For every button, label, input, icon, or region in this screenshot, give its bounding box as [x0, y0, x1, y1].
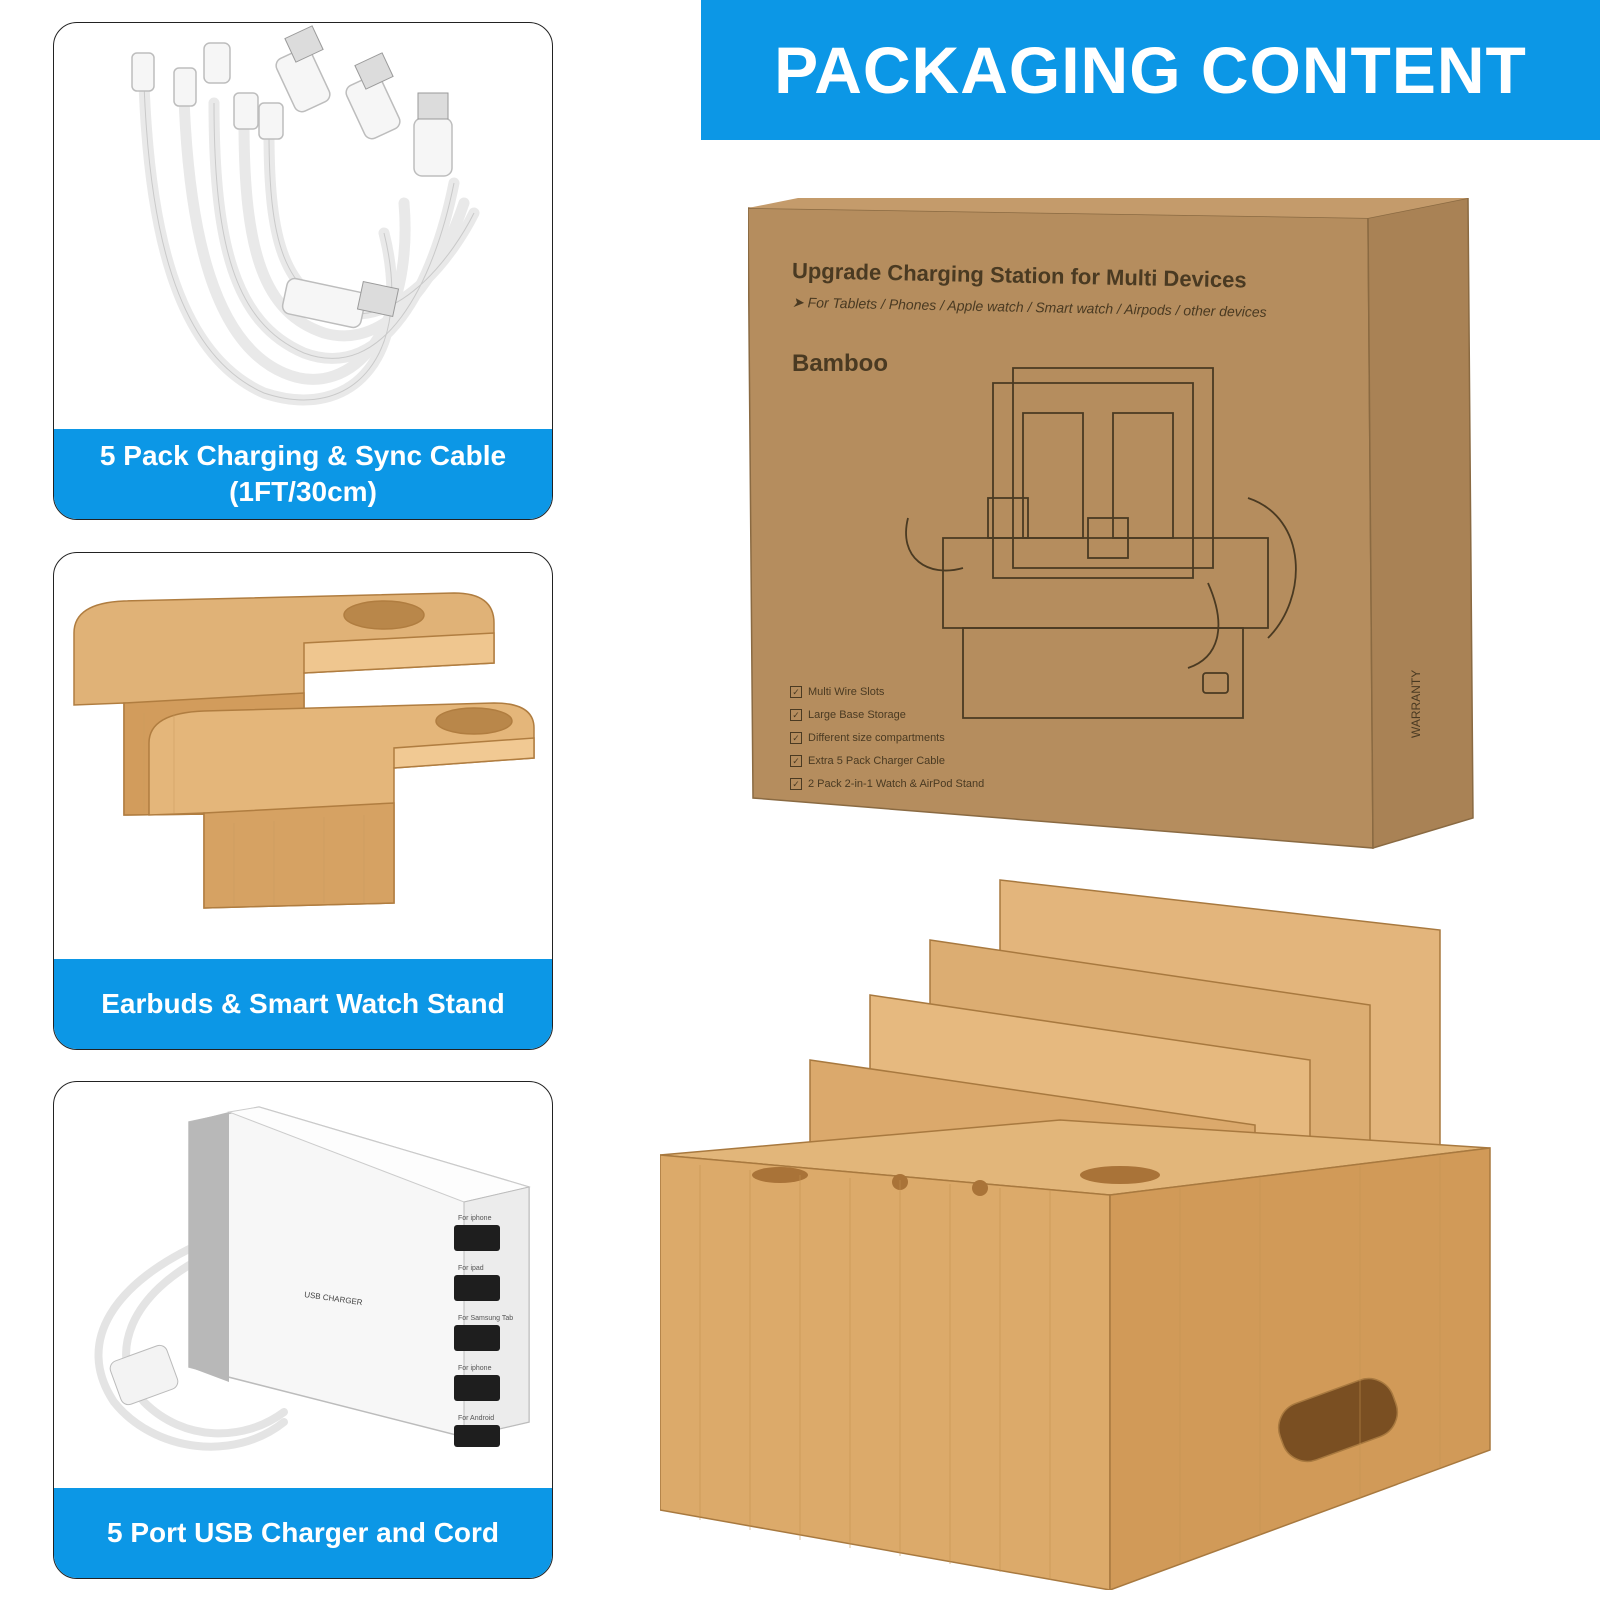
card-caption: 5 Pack Charging & Sync Cable (1FT/30cm) — [54, 429, 552, 519]
box-image: WARRANTY — [748, 198, 1474, 850]
checkbox-icon: ✓ — [790, 685, 802, 698]
watch-stand-image — [73, 592, 535, 909]
box-feature: ✓Large Base Storage — [790, 703, 984, 726]
banner-title: PACKAGING CONTENT — [774, 33, 1527, 107]
port-label: For iphone — [458, 1365, 492, 1372]
usb-cables-image — [131, 25, 480, 406]
bamboo-charging-station-image — [660, 879, 1491, 1590]
box-feature: ✓Multi Wire Slots — [790, 680, 984, 703]
box-feature-list: ✓Multi Wire Slots ✓Large Base Storage ✓D… — [790, 680, 984, 795]
checkbox-icon: ✓ — [790, 731, 802, 744]
caption-line1: 5 Pack Charging & Sync Cable — [99, 440, 507, 471]
card-watch-stand: Earbuds & Smart Watch Stand — [53, 552, 553, 1050]
caption-line2: (1FT/30cm) — [229, 476, 377, 507]
usb-charger-image: For iphone For ipad For Samsung Tab For … — [94, 1106, 531, 1451]
caption-line1: Earbuds & Smart Watch Stand — [101, 988, 505, 1019]
box-feature: ✓Extra 5 Pack Charger Cable — [790, 749, 984, 772]
cardboard-box: WARRANTY Upgrade Charging Station for Mu… — [748, 198, 1478, 858]
checkbox-icon: ✓ — [790, 754, 802, 767]
box-feature: ✓2 Pack 2-in-1 Watch & AirPod Stand — [790, 772, 984, 795]
checkbox-icon: ✓ — [790, 708, 802, 721]
caption-line1: 5 Port USB Charger and Cord — [106, 1517, 500, 1548]
checkbox-icon: ✓ — [790, 777, 802, 790]
card-caption: Earbuds & Smart Watch Stand — [54, 959, 552, 1049]
card-caption: 5 Port USB Charger and Cord — [54, 1488, 552, 1578]
box-warranty: WARRANTY — [1409, 670, 1423, 738]
port-label: For iphone — [458, 1215, 492, 1222]
port-label: For ipad — [458, 1265, 484, 1272]
packaging-content-banner: PACKAGING CONTENT — [701, 0, 1600, 140]
card-usb-charger: For iphone For ipad For Samsung Tab For … — [53, 1081, 553, 1579]
port-label: For Android — [458, 1415, 494, 1422]
port-label: For Samsung Tab — [458, 1315, 513, 1322]
card-sync-cables: 5 Pack Charging & Sync Cable (1FT/30cm) — [53, 22, 553, 520]
box-brand: Bamboo — [792, 350, 888, 377]
box-feature: ✓Different size compartments — [790, 726, 984, 749]
